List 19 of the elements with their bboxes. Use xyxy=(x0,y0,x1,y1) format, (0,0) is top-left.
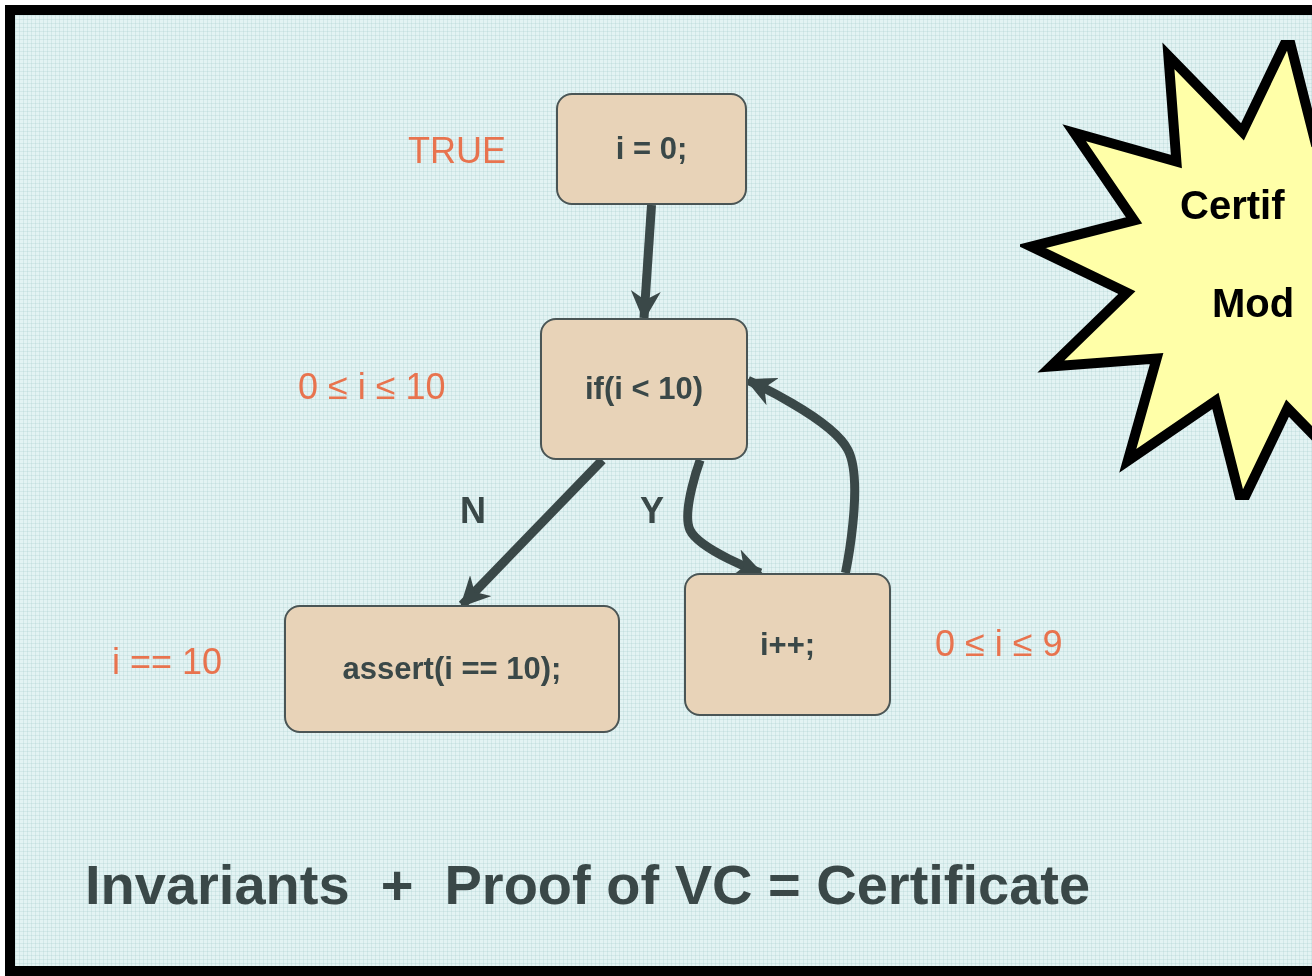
invariant-label: TRUE xyxy=(408,130,506,172)
starburst xyxy=(1020,40,1312,500)
invariant-label: 0 ≤ i ≤ 10 xyxy=(298,366,446,408)
edge-label: Y xyxy=(640,490,664,532)
code-text: assert(i == 10); xyxy=(342,651,562,687)
process-box xyxy=(284,605,620,733)
code-text: i = 0; xyxy=(615,131,688,167)
arrow xyxy=(630,204,661,321)
process-box xyxy=(556,93,747,205)
code-text: i++; xyxy=(759,626,816,663)
process-box xyxy=(684,573,891,716)
invariant-label: 0 ≤ i ≤ 9 xyxy=(935,623,1063,665)
star-text: Certif xyxy=(1180,183,1285,228)
equation-text: Invariants + Proof of VC = Certificate xyxy=(85,852,1091,917)
code-text: if(i < 10) xyxy=(585,371,703,407)
invariant-label: i == 10 xyxy=(112,641,223,683)
star-text: Mod xyxy=(1212,281,1295,326)
edge-label: N xyxy=(460,490,486,532)
process-box xyxy=(540,318,748,460)
